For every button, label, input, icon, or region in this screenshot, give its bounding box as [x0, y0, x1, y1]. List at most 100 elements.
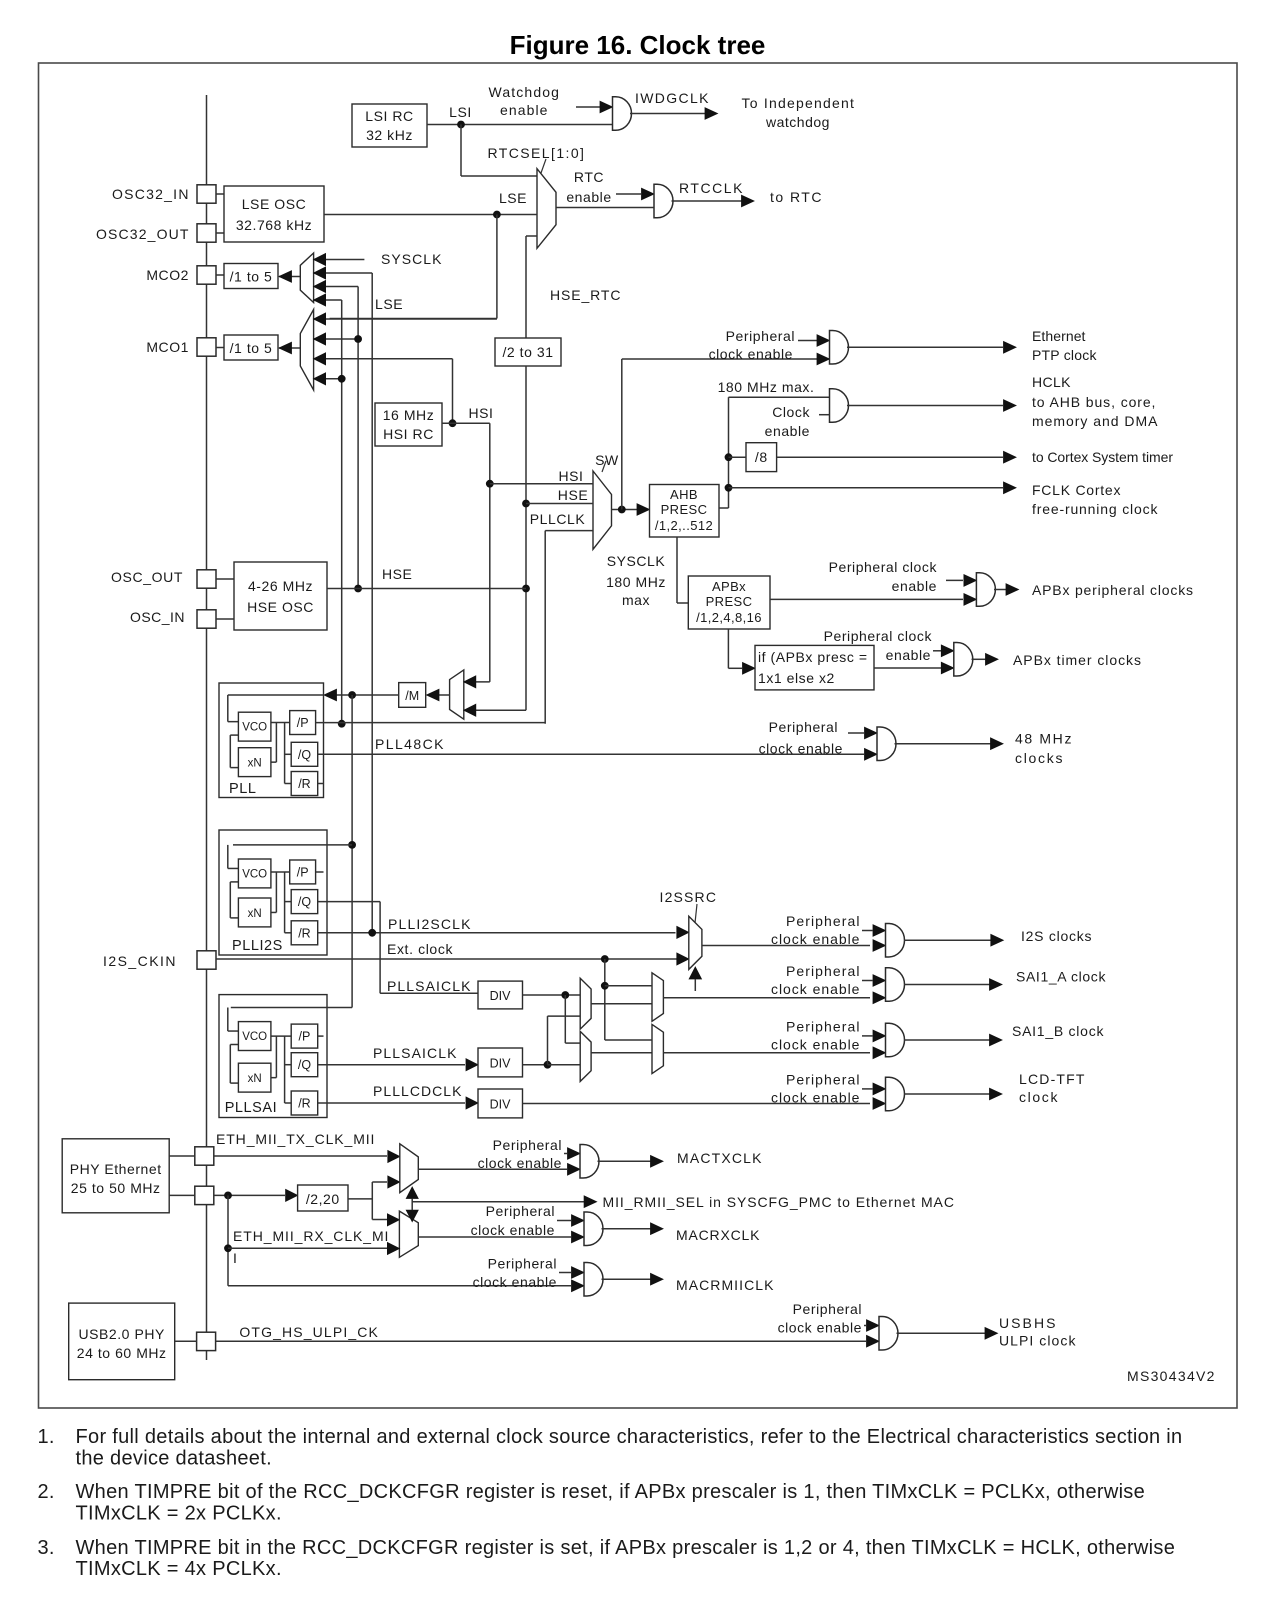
svg-text:Peripheral: Peripheral — [793, 1301, 862, 1317]
svg-text:ULPI clock: ULPI clock — [999, 1333, 1076, 1349]
svg-text:SAI1_B clock: SAI1_B clock — [1012, 1023, 1104, 1039]
svg-text:HSI: HSI — [559, 468, 584, 484]
svg-text:SYSCLK: SYSCLK — [607, 553, 666, 569]
svg-text:ETH_MII_TX_CLK_MII: ETH_MII_TX_CLK_MII — [216, 1131, 375, 1147]
svg-text:watchdog: watchdog — [765, 114, 830, 130]
svg-text:/R: /R — [298, 777, 311, 791]
svg-text:clocks: clocks — [1015, 750, 1063, 766]
svg-text:/2 to 31: /2 to 31 — [502, 344, 553, 360]
svg-text:PRESC: PRESC — [706, 594, 753, 609]
svg-text:PLL48CK: PLL48CK — [375, 736, 444, 752]
svg-text:PTP clock: PTP clock — [1032, 347, 1097, 363]
svg-text:clock enable: clock enable — [473, 1274, 557, 1290]
svg-text:24 to 60 MHz: 24 to 60 MHz — [77, 1345, 167, 1361]
svg-text:to Cortex System timer: to Cortex System timer — [1032, 449, 1173, 465]
svg-text:When TIMPRE bit in the RCC_DCK: When TIMPRE bit in the RCC_DCKCFGR regis… — [76, 1537, 1176, 1559]
svg-text:max: max — [622, 592, 650, 608]
svg-text:APBx: APBx — [712, 579, 746, 594]
svg-text:xN: xN — [248, 758, 262, 770]
svg-text:USB2.0 PHY: USB2.0 PHY — [78, 1326, 165, 1342]
svg-text:Peripheral: Peripheral — [786, 913, 860, 929]
svg-text:USBHS: USBHS — [999, 1315, 1056, 1331]
svg-text:OSC_IN: OSC_IN — [130, 609, 185, 625]
svg-text:PLLI2SCLK: PLLI2SCLK — [388, 916, 471, 932]
svg-text:SAI1_A clock: SAI1_A clock — [1016, 969, 1106, 985]
svg-text:clock enable: clock enable — [478, 1155, 562, 1171]
svg-text:SW: SW — [595, 452, 619, 468]
svg-text:/P: /P — [299, 1030, 311, 1044]
svg-text:RTC: RTC — [574, 169, 604, 185]
svg-text:clock: clock — [1019, 1089, 1058, 1105]
svg-text:LSI: LSI — [449, 104, 472, 120]
svg-text:HSI: HSI — [469, 405, 494, 421]
svg-text:DIV: DIV — [490, 1057, 512, 1071]
svg-text:HSE: HSE — [558, 487, 588, 503]
svg-text:MCO2: MCO2 — [146, 267, 189, 283]
svg-text:enable: enable — [765, 423, 810, 439]
svg-text:/M: /M — [405, 689, 419, 703]
svg-text:HSE_RTC: HSE_RTC — [550, 287, 621, 303]
svg-text:HSE OSC: HSE OSC — [247, 599, 314, 615]
svg-text:/Q: /Q — [298, 1058, 311, 1072]
svg-text:/1,2,4,8,16: /1,2,4,8,16 — [696, 610, 762, 625]
svg-text:When TIMPRE bit of the RCC_DCK: When TIMPRE bit of the RCC_DCKCFGR regis… — [76, 1481, 1146, 1503]
svg-text:Peripheral: Peripheral — [769, 719, 838, 735]
svg-text:TIMxCLK = 2x PCLKx.: TIMxCLK = 2x PCLKx. — [76, 1502, 282, 1524]
svg-text:enable: enable — [566, 189, 611, 205]
svg-text:MS30434V2: MS30434V2 — [1127, 1368, 1215, 1384]
svg-text:LSE: LSE — [375, 296, 403, 312]
svg-text:PLL: PLL — [229, 781, 256, 797]
svg-text:if (APBx presc =: if (APBx presc = — [758, 649, 868, 665]
svg-text:OSC_OUT: OSC_OUT — [111, 569, 183, 585]
svg-text:APBx timer clocks: APBx timer clocks — [1013, 652, 1141, 668]
svg-text:180 MHz max.: 180 MHz max. — [718, 379, 815, 395]
svg-text:to AHB bus, core,: to AHB bus, core, — [1032, 394, 1156, 410]
svg-text:to RTC: to RTC — [770, 189, 822, 205]
svg-text:180 MHz: 180 MHz — [606, 574, 666, 590]
svg-text:enable: enable — [500, 102, 548, 118]
svg-text:Peripheral clock: Peripheral clock — [829, 559, 938, 575]
svg-text:free-running clock: free-running clock — [1032, 501, 1158, 517]
svg-text:/R: /R — [298, 1097, 311, 1111]
svg-text:LCD-TFT: LCD-TFT — [1019, 1071, 1085, 1087]
svg-text:RTCCLK: RTCCLK — [679, 180, 743, 196]
svg-text:TIMxCLK = 4x PCLKx.: TIMxCLK = 4x PCLKx. — [76, 1558, 282, 1580]
svg-text:HSI RC: HSI RC — [383, 426, 434, 442]
svg-text:/Q: /Q — [298, 748, 311, 762]
svg-text:Peripheral: Peripheral — [786, 963, 860, 979]
svg-text:HSE: HSE — [382, 566, 412, 582]
svg-text:LSI RC: LSI RC — [365, 108, 413, 124]
svg-text:OTG_HS_ULPI_CK: OTG_HS_ULPI_CK — [239, 1324, 378, 1340]
svg-text:LSE: LSE — [499, 190, 527, 206]
svg-text:VCO: VCO — [242, 1031, 267, 1043]
svg-text:MACRMIICLK: MACRMIICLK — [676, 1277, 774, 1293]
svg-text:Peripheral: Peripheral — [786, 1018, 860, 1034]
svg-text:PLLCLK: PLLCLK — [530, 511, 586, 527]
svg-text:Peripheral clock: Peripheral clock — [824, 628, 933, 644]
svg-text:RTCSEL[1:0]: RTCSEL[1:0] — [488, 145, 585, 161]
svg-text:I2SSRC: I2SSRC — [660, 889, 717, 905]
svg-text:PLLSAICLK: PLLSAICLK — [373, 1045, 457, 1061]
svg-text:16 MHz: 16 MHz — [383, 407, 435, 423]
svg-text:PLLSAICLK: PLLSAICLK — [387, 978, 471, 994]
svg-text:Figure 16. Clock tree: Figure 16. Clock tree — [510, 30, 766, 60]
svg-text:enable: enable — [892, 578, 937, 594]
svg-text:Watchdog: Watchdog — [489, 84, 560, 100]
svg-text:clock enable: clock enable — [759, 741, 843, 757]
svg-text:LSE OSC: LSE OSC — [242, 196, 307, 212]
svg-text:PLLSAI: PLLSAI — [225, 1100, 277, 1116]
svg-text:Peripheral: Peripheral — [493, 1137, 562, 1153]
svg-text:/1 to 5: /1 to 5 — [230, 340, 273, 356]
svg-text:clock enable: clock enable — [771, 1036, 860, 1052]
svg-text:48 MHz: 48 MHz — [1015, 731, 1072, 747]
svg-text:MCO1: MCO1 — [146, 339, 189, 355]
svg-text:MII_RMII_SEL in SYSCFG_PMC to: MII_RMII_SEL in SYSCFG_PMC to Ethernet M… — [603, 1194, 955, 1210]
svg-text:memory and DMA: memory and DMA — [1032, 413, 1158, 429]
svg-text:MACTXCLK: MACTXCLK — [677, 1150, 762, 1166]
svg-text:/R: /R — [298, 926, 311, 940]
svg-text:DIV: DIV — [490, 1098, 512, 1112]
svg-text:To Independent: To Independent — [742, 95, 855, 111]
svg-text:Ethernet: Ethernet — [1032, 328, 1086, 344]
svg-text:clock enable: clock enable — [778, 1320, 862, 1336]
svg-text:I2S clocks: I2S clocks — [1021, 928, 1092, 944]
